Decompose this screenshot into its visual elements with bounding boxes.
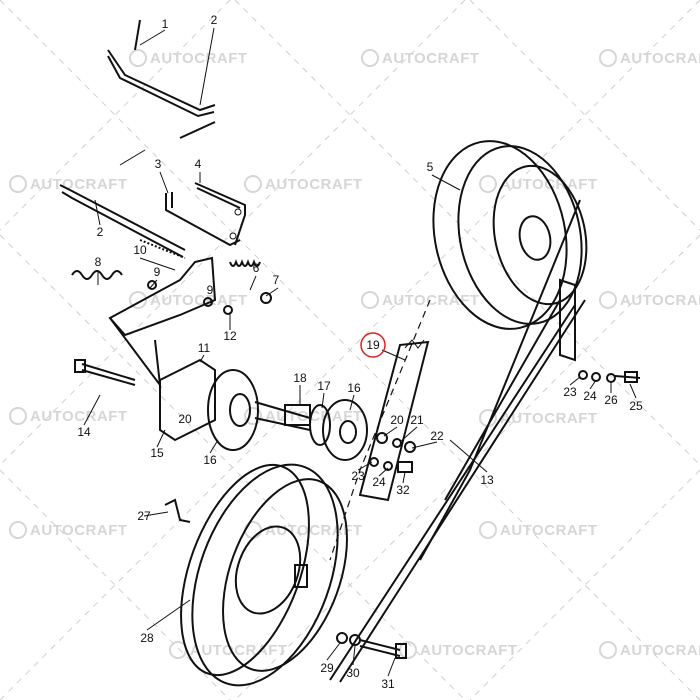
- callout-6: 6: [253, 261, 260, 275]
- callout-14: 14: [77, 425, 91, 439]
- svg-text:AUTOCRAFT: AUTOCRAFT: [190, 642, 288, 659]
- svg-text:AUTOCRAFT: AUTOCRAFT: [500, 522, 598, 539]
- callout-20: 20: [390, 413, 404, 427]
- svg-text:AUTOCRAFT: AUTOCRAFT: [620, 292, 700, 309]
- callout-11: 11: [198, 341, 211, 355]
- watermark-logo: AUTOCRAFT: [399, 641, 518, 659]
- callout-16: 16: [347, 381, 361, 395]
- callout-20: 20: [178, 412, 192, 426]
- callout-9: 9: [154, 265, 161, 279]
- callout-4: 4: [195, 157, 202, 171]
- part-drawings: [59, 19, 641, 687]
- callout-5: 5: [427, 160, 434, 174]
- watermark-logo: AUTOCRAFT: [599, 291, 700, 309]
- svg-text:AUTOCRAFT: AUTOCRAFT: [382, 292, 480, 309]
- callout-18: 18: [293, 371, 307, 385]
- callout-15: 15: [150, 446, 164, 460]
- callout-7: 7: [273, 273, 280, 287]
- svg-text:AUTOCRAFT: AUTOCRAFT: [500, 410, 598, 427]
- callout-26: 26: [604, 393, 618, 407]
- callout-2: 2: [211, 13, 218, 27]
- watermark-logo: AUTOCRAFT: [129, 49, 248, 67]
- callout-22: 22: [430, 429, 444, 443]
- watermark-logo: AUTOCRAFT: [244, 175, 363, 193]
- watermark-logo: AUTOCRAFT: [361, 291, 480, 309]
- callout-31: 31: [381, 677, 395, 691]
- callout-25: 25: [629, 399, 643, 413]
- svg-text:AUTOCRAFT: AUTOCRAFT: [500, 176, 598, 193]
- callout-19: 19: [366, 338, 380, 352]
- svg-text:AUTOCRAFT: AUTOCRAFT: [150, 50, 248, 67]
- watermark-logo: AUTOCRAFT: [9, 521, 128, 539]
- watermark-logo: AUTOCRAFT: [9, 175, 128, 193]
- callout-8: 8: [95, 255, 102, 269]
- callout-9: 9: [207, 283, 214, 297]
- svg-text:AUTOCRAFT: AUTOCRAFT: [30, 522, 128, 539]
- callout-21: 21: [410, 413, 424, 427]
- svg-text:AUTOCRAFT: AUTOCRAFT: [30, 176, 128, 193]
- svg-text:AUTOCRAFT: AUTOCRAFT: [620, 50, 700, 67]
- watermark-logo: AUTOCRAFT: [129, 291, 248, 309]
- svg-text:AUTOCRAFT: AUTOCRAFT: [420, 642, 518, 659]
- svg-text:AUTOCRAFT: AUTOCRAFT: [620, 642, 700, 659]
- watermark-logo: AUTOCRAFT: [361, 49, 480, 67]
- callout-28: 28: [140, 631, 154, 645]
- callout-24: 24: [583, 389, 597, 403]
- watermark-logo: AUTOCRAFT: [599, 641, 700, 659]
- callout-29: 29: [320, 661, 334, 675]
- callout-27: 27: [137, 509, 151, 523]
- callout-2: 2: [97, 225, 104, 239]
- callout-17: 17: [317, 379, 331, 393]
- callout-24: 24: [372, 475, 386, 489]
- callout-13: 13: [480, 473, 494, 487]
- callout-23: 23: [351, 469, 365, 483]
- callout-12: 12: [223, 329, 237, 343]
- callout-30: 30: [346, 666, 360, 680]
- callout-1: 1: [162, 17, 169, 31]
- highlight-circle: [360, 332, 386, 358]
- svg-text:AUTOCRAFT: AUTOCRAFT: [265, 176, 363, 193]
- callout-3: 3: [155, 157, 162, 171]
- watermark-logo: AUTOCRAFT: [9, 407, 128, 425]
- svg-text:AUTOCRAFT: AUTOCRAFT: [150, 292, 248, 309]
- svg-text:AUTOCRAFT: AUTOCRAFT: [382, 50, 480, 67]
- watermark-logo: AUTOCRAFT: [479, 175, 598, 193]
- callout-10: 10: [133, 243, 147, 257]
- watermark-logo: AUTOCRAFT: [599, 49, 700, 67]
- watermark-logo: AUTOCRAFT: [479, 521, 598, 539]
- svg-text:AUTOCRAFT: AUTOCRAFT: [30, 408, 128, 425]
- callout-16: 16: [203, 453, 217, 467]
- watermarks: AUTOCRAFT AUTOCRAFT AUTOCRAFT AUTOCRAFT AUTO…: [9, 49, 700, 659]
- callout-32: 32: [396, 483, 410, 497]
- callout-23: 23: [563, 385, 577, 399]
